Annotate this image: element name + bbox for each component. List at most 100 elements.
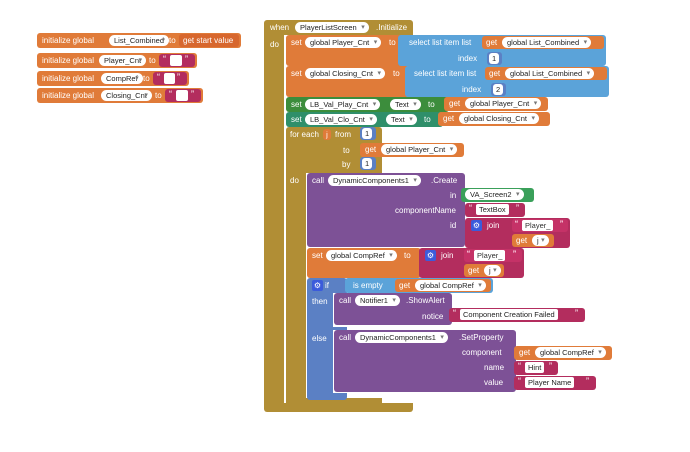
init-global-closing-cnt[interactable]: initialize global Closing_Cnt to “ ” [37, 88, 203, 103]
init-global-player-cnt[interactable]: initialize global Player_Cnt to “ ” [37, 53, 197, 68]
set-global-player-cnt[interactable]: set global Player_Cnt to [286, 35, 404, 66]
property-dropdown[interactable]: Text [386, 114, 417, 125]
hint-string-block[interactable]: “ Hint ” [514, 361, 558, 375]
select-list-item-block[interactable]: select list item list get global List_Co… [405, 66, 609, 97]
string-field[interactable]: Component Creation Failed [460, 309, 558, 320]
then-label: then [312, 297, 328, 306]
get-var-dropdown[interactable]: global CompRef [415, 280, 486, 291]
property-dropdown[interactable]: Text [390, 99, 421, 110]
id-label: id [450, 221, 457, 230]
event-component-dropdown[interactable]: PlayerListScreen [295, 22, 369, 33]
component-dropdown[interactable]: DynamicComponents1 [355, 332, 448, 343]
global-name-field[interactable]: Player_Cnt [99, 55, 147, 66]
select-list-item-block[interactable]: select list item list get global List_Co… [398, 35, 606, 66]
empty-text-block[interactable]: “ ” [159, 54, 195, 67]
to-label: to [143, 74, 150, 83]
to-label: to [389, 38, 396, 47]
by-number-block[interactable]: 1 [360, 157, 376, 170]
set-var-dropdown[interactable]: global Closing_Cnt [305, 68, 385, 79]
quote-icon: ” [586, 376, 589, 386]
string-field[interactable]: TextBox [476, 204, 509, 215]
index-label: index [462, 85, 482, 94]
set-label: set [312, 251, 323, 260]
set-global-compref[interactable]: set global CompRef to [307, 248, 421, 278]
join-block[interactable]: ⚙ join “ Player_ ” get j [419, 248, 524, 278]
empty-text-block[interactable]: “ ” [165, 89, 201, 102]
get-var-dropdown[interactable]: j [532, 235, 549, 246]
index-number-field[interactable]: 1 [489, 53, 500, 64]
component-dropdown[interactable]: LB_Val_Play_Cnt [305, 99, 381, 110]
global-name-field[interactable]: Closing_Cnt [101, 90, 152, 101]
quote-icon: “ [169, 89, 172, 99]
global-name-field[interactable]: CompRef [101, 73, 143, 84]
get-var-dropdown[interactable]: global Player_Cnt [465, 98, 542, 109]
set-lb-val-play-cnt-text[interactable]: set LB_Val_Play_Cnt Text to [286, 97, 449, 112]
player-string-block[interactable]: “ Player_ ” [464, 249, 522, 262]
set-var-dropdown[interactable]: global Player_Cnt [305, 37, 382, 48]
get-var-dropdown[interactable]: global CompRef [535, 347, 606, 358]
get-var-dropdown[interactable]: global Closing_Cnt [459, 113, 539, 124]
set-global-closing-cnt[interactable]: set global Closing_Cnt to [286, 66, 410, 97]
index-number-block[interactable]: 1 [487, 52, 502, 65]
get-list-combined-block[interactable]: get global List_Combined [485, 67, 607, 80]
loop-var-field[interactable]: j [323, 129, 331, 140]
gear-icon[interactable]: ⚙ [425, 250, 436, 261]
index-number-field[interactable]: 2 [493, 84, 504, 95]
do-label: do [270, 40, 279, 49]
is-empty-block[interactable]: is empty get global CompRef [345, 278, 493, 293]
set-lb-val-clo-cnt-text[interactable]: set LB_Val_Clo_Cnt Text to [286, 112, 443, 127]
when-label: when [270, 23, 290, 32]
join-label: join [441, 251, 454, 260]
get-j-block[interactable]: get j [512, 234, 554, 247]
get-list-combined-block[interactable]: get global List_Combined [482, 36, 604, 49]
empty-text-block[interactable]: “ ” [153, 72, 187, 85]
from-number-block[interactable]: 1 [360, 127, 376, 140]
get-player-cnt-block[interactable]: get global Player_Cnt [444, 97, 548, 111]
get-compref-block[interactable]: get global CompRef [514, 346, 612, 360]
index-number-block[interactable]: 2 [491, 83, 506, 96]
get-compref-block[interactable]: get global CompRef [395, 279, 491, 292]
name-label: name [484, 363, 505, 372]
string-field[interactable]: Player_ [474, 250, 506, 261]
call-dynamiccomponents-setproperty[interactable]: call DynamicComponents1 .SetProperty com… [334, 330, 516, 392]
call-notifier-showalert[interactable]: call Notifier1 .ShowAlert notice [334, 293, 452, 325]
get-var-dropdown[interactable]: j [484, 265, 501, 276]
quote-icon: ” [513, 249, 516, 259]
string-field[interactable]: Player Name [525, 377, 575, 388]
get-closing-cnt-block[interactable]: get global Closing_Cnt [438, 112, 550, 126]
global-name-field[interactable]: List_Combined [109, 35, 170, 46]
get-var-dropdown[interactable]: global Player_Cnt [381, 144, 458, 155]
string-field[interactable]: Hint [525, 362, 545, 373]
gear-icon[interactable]: ⚙ [471, 220, 482, 231]
player-string-block[interactable]: “ Player_ ” [512, 219, 568, 232]
init-global-list-combined[interactable]: initialize global List_Combined to get s… [37, 33, 241, 48]
get-label: get [449, 99, 461, 108]
empty-string-field[interactable] [164, 73, 175, 84]
empty-string-field[interactable] [176, 90, 188, 101]
get-label: get [468, 266, 480, 275]
player-name-string-block[interactable]: “ Player Name ” [514, 376, 596, 390]
get-label: get [489, 69, 501, 78]
join-block[interactable]: ⚙ join “ Player_ ” get j [465, 218, 570, 248]
get-j-block[interactable]: get j [464, 264, 504, 277]
failure-string-block[interactable]: “ Component Creation Failed ” [449, 308, 585, 322]
by-number-field[interactable]: 1 [362, 158, 373, 169]
textbox-string-block[interactable]: “ TextBox ” [465, 203, 525, 217]
component-dropdown[interactable]: LB_Val_Clo_Cnt [305, 114, 377, 125]
empty-string-field[interactable] [170, 55, 182, 66]
get-start-value-block[interactable]: get start value [179, 34, 239, 47]
from-number-field[interactable]: 1 [362, 128, 373, 139]
get-var-dropdown[interactable]: global List_Combined [502, 37, 592, 48]
component-dropdown[interactable]: Notifier1 [355, 295, 400, 306]
component-dropdown[interactable]: VA_Screen2 [465, 189, 524, 200]
component-dropdown[interactable]: DynamicComponents1 [328, 175, 421, 186]
init-global-compref[interactable]: initialize global CompRef to “ ” [37, 71, 189, 86]
gear-icon[interactable]: ⚙ [312, 280, 323, 291]
get-var-dropdown[interactable]: global List_Combined [505, 68, 595, 79]
va-screen2-block[interactable]: VA_Screen2 [461, 188, 534, 202]
get-start-value-label: get start value [183, 36, 234, 45]
get-player-cnt-block[interactable]: get global Player_Cnt [360, 143, 464, 157]
set-var-dropdown[interactable]: global CompRef [326, 250, 397, 261]
string-field[interactable]: Player_ [522, 220, 554, 231]
call-dynamiccomponents-create[interactable]: call DynamicComponents1 .Create in compo… [307, 173, 465, 247]
